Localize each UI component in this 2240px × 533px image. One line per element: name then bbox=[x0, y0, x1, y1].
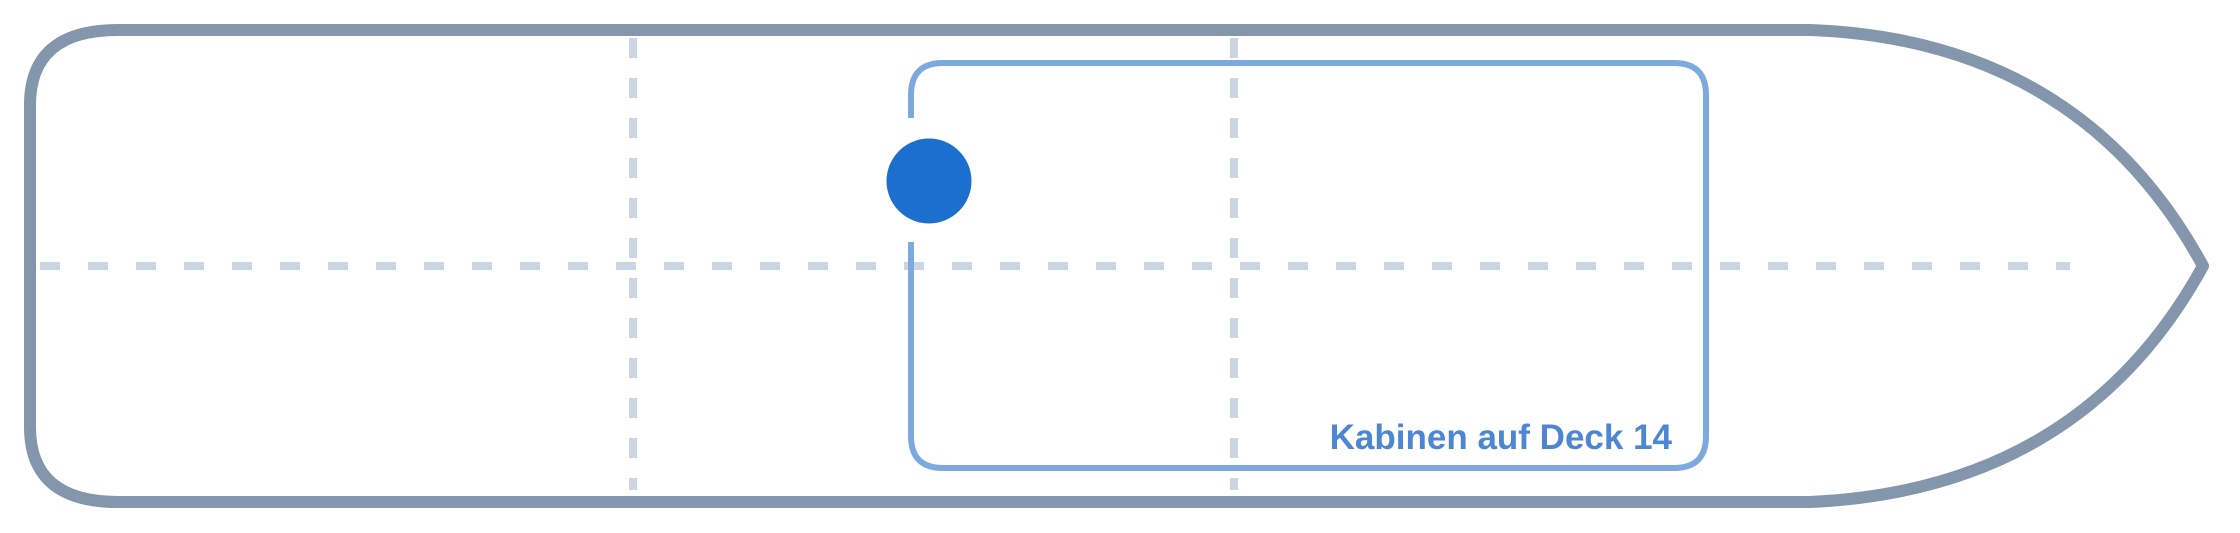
ship-hull-outline bbox=[24, 24, 2209, 508]
cabin-area-outline bbox=[908, 60, 1709, 471]
location-dot-icon[interactable] bbox=[883, 135, 975, 227]
cabin-area-label: Kabinen auf Deck 14 bbox=[1330, 418, 1673, 457]
deck-grid bbox=[40, 38, 2070, 490]
